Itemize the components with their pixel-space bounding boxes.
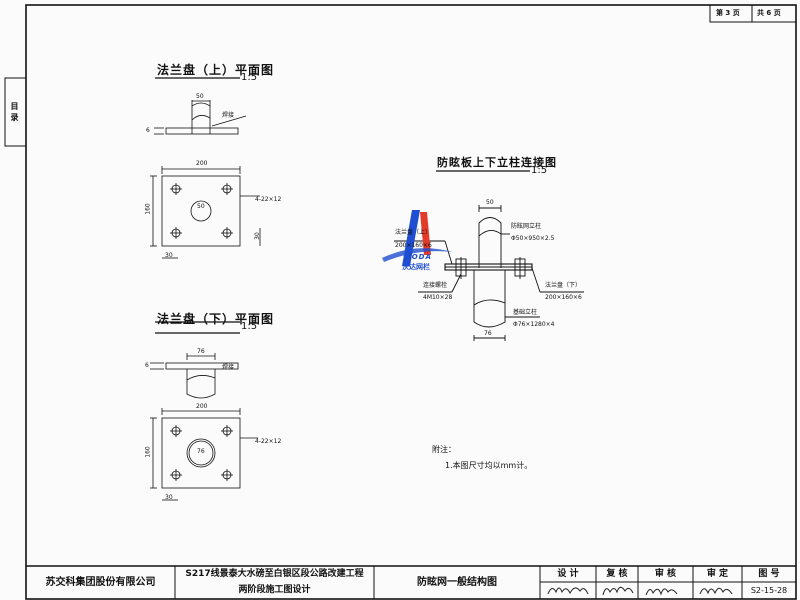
upper-dim-edge-bottom: 30 xyxy=(165,252,173,259)
base-spec: Φ76×1280×4 xyxy=(513,321,555,328)
lower-dim-width: 76 xyxy=(197,348,205,355)
watermark-brand-en: WODA xyxy=(403,253,432,261)
role-review: 复 核 xyxy=(606,568,628,579)
lower-dim-thick: 6 xyxy=(145,362,149,369)
connection-scale: 1:5 xyxy=(531,165,548,176)
upper-dim-plate-h: 160 xyxy=(144,203,152,215)
lower-flange-title: 法兰盘（下）平面图 xyxy=(157,312,275,326)
connection-view xyxy=(394,170,584,341)
upper-bolt-spec: 4-22×12 xyxy=(255,196,282,203)
role-audit: 审 核 xyxy=(654,568,677,579)
connection-title: 防眩板上下立柱连接图 xyxy=(437,156,557,169)
role-approve: 审 定 xyxy=(706,568,729,579)
upper-dim-edge-right: 30 xyxy=(253,232,261,240)
page-number: 第 3 页 xyxy=(716,9,740,17)
lower-dim-plate-h: 160 xyxy=(144,446,152,458)
upper-flange-side-view xyxy=(154,77,247,135)
upper-flange-plan-view xyxy=(150,166,261,334)
upper-flange-callout: 法兰盘（上） xyxy=(395,229,432,236)
upper-flange-spec: 200×160×6 xyxy=(395,242,432,249)
drawing-frame xyxy=(25,4,797,600)
connection-dim-top: 50 xyxy=(486,199,494,206)
lower-bolt-spec: 4-22×12 xyxy=(255,438,282,445)
upper-dim-thick: 6 xyxy=(146,127,150,134)
lower-weld-label: 焊接 xyxy=(222,364,235,371)
upper-dim-hole: 50 xyxy=(197,203,205,210)
lower-bolt-holes xyxy=(170,425,233,481)
upper-dim-plate-w: 200 xyxy=(196,160,208,167)
watermark-logo xyxy=(382,210,452,266)
watermark-brand-cn: 沃达网栏 xyxy=(402,263,430,271)
drawing-number: S2-15-28 xyxy=(750,585,788,595)
company-name: 苏交科集团股份有限公司 xyxy=(45,576,156,588)
lower-flange-callout: 法兰盘（下） xyxy=(545,282,582,289)
side-tab-box xyxy=(4,77,27,147)
lower-flange-plan-view xyxy=(150,408,258,501)
upper-flange-title: 法兰盘（上）平面图 xyxy=(157,63,275,77)
bolt-spec: 4M10×28 xyxy=(423,294,453,301)
upper-weld-label: 焊接 xyxy=(222,112,235,119)
page-total: 共 6 页 xyxy=(757,9,781,17)
upper-flange-scale: 1:5 xyxy=(241,72,258,83)
drawing-title: 防眩网一般结构图 xyxy=(417,576,497,588)
upper-dim-width: 50 xyxy=(196,93,204,100)
post-spec: Φ50×950×2.5 xyxy=(511,235,555,242)
lower-flange-side-view xyxy=(150,321,240,399)
lower-flange-scale: 1:5 xyxy=(241,321,258,332)
connection-dim-bottom: 76 xyxy=(484,330,492,337)
lower-dim-edge-bottom: 30 xyxy=(165,494,173,501)
notes-title: 附注： xyxy=(432,445,456,454)
upper-bolt-holes xyxy=(170,183,233,239)
base-callout: 基础立柱 xyxy=(513,309,538,316)
page-box xyxy=(709,4,797,23)
project-line1: S217线景泰大水磅至白银区段公路改建工程 xyxy=(185,569,364,580)
role-design: 设 计 xyxy=(557,568,579,579)
side-tab-label[interactable]: 目 录 xyxy=(10,102,19,121)
lower-dim-hole: 76 xyxy=(197,448,205,455)
lower-flange-spec: 200×160×6 xyxy=(545,294,582,301)
lower-dim-plate-w: 200 xyxy=(196,403,208,410)
project-line2: 两阶段施工图设计 xyxy=(238,585,311,596)
post-callout: 防眩网立柱 xyxy=(511,223,542,230)
notes-item: 1.本图尺寸均以mm计。 xyxy=(445,461,533,470)
bolt-callout: 连接螺栓 xyxy=(423,282,448,289)
drawing-no-label: 图 号 xyxy=(758,568,780,579)
